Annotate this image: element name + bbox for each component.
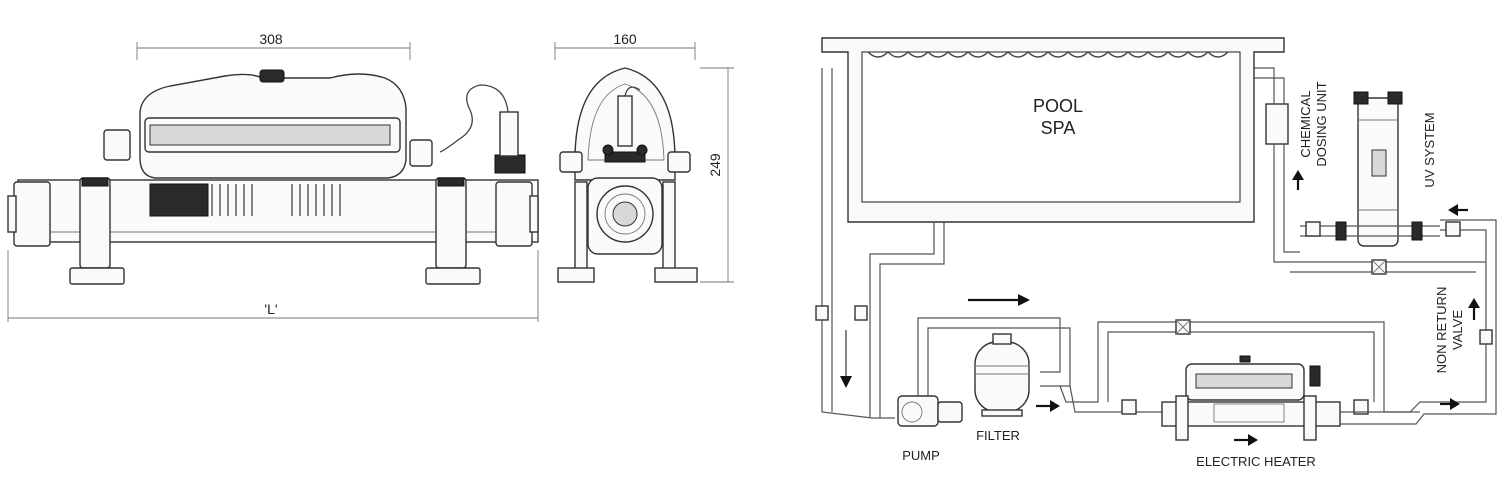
height-dimension-label: 249 bbox=[707, 153, 723, 177]
heater-label: ELECTRIC HEATER bbox=[1196, 454, 1316, 469]
sand-filter: FILTER bbox=[974, 333, 1030, 443]
length-dimension-label: 'L' bbox=[264, 301, 277, 317]
filter-label: FILTER bbox=[976, 428, 1020, 443]
chemical-dosing-unit bbox=[1265, 103, 1289, 145]
water-surface bbox=[867, 51, 1229, 58]
electric-heater: ELECTRIC HEATER bbox=[1161, 355, 1341, 469]
width-dimension-label: 308 bbox=[259, 31, 283, 47]
pump: PUMP bbox=[897, 395, 963, 463]
chemical-label-2: DOSING UNIT bbox=[1314, 81, 1329, 166]
pump-label: PUMP bbox=[902, 448, 940, 463]
plumbing-schematic: POOL SPA PUMP FILTER bbox=[815, 37, 1497, 469]
pool-label: POOL bbox=[1033, 96, 1083, 116]
nrv-label-1: NON RETURN bbox=[1434, 287, 1449, 374]
heater-side-view: 308 'L' bbox=[7, 31, 539, 322]
uv-label: UV SYSTEM bbox=[1422, 112, 1437, 187]
heater-front-view: 160 249 bbox=[554, 31, 734, 283]
depth-dimension-label: 160 bbox=[613, 31, 637, 47]
spa-label-text: SPA bbox=[1041, 118, 1076, 138]
nrv-label-2: VALVE bbox=[1450, 310, 1465, 350]
uv-system: UV SYSTEM bbox=[1353, 91, 1437, 247]
chemical-label-1: CHEMICAL bbox=[1298, 90, 1313, 157]
heater-fins bbox=[211, 184, 341, 216]
